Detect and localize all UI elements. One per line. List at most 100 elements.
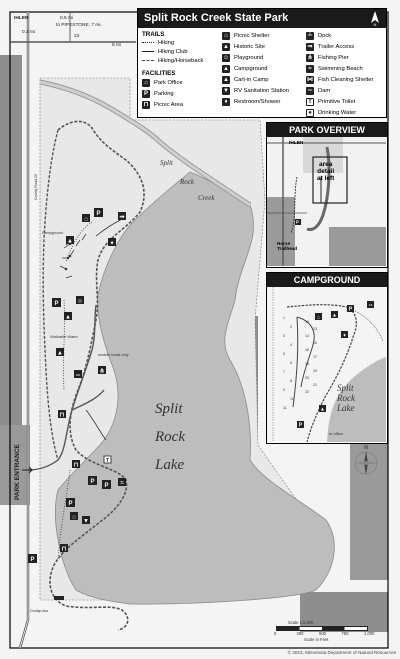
legend-item-label: Primitive Toilet	[318, 98, 356, 105]
legend-item-fishing-pier: ⋔Fishing Pier	[306, 53, 349, 62]
legend-item-label: Trailer Access	[318, 43, 355, 50]
lake-label-1: Split	[155, 401, 183, 417]
svg-text:⇒: ⇒	[368, 303, 372, 309]
entrance-arrow-icon	[22, 466, 34, 474]
park-office-icon: ⌂	[70, 512, 78, 521]
north-arrow-icon: N	[371, 11, 379, 26]
cart-in-camp-icon: ▲	[64, 312, 72, 321]
compass-icon: N	[354, 445, 378, 475]
campsite-number: 5	[283, 352, 285, 356]
svg-text:▼: ▼	[83, 519, 89, 525]
legend-trail-label: Hiking Club	[158, 48, 188, 55]
rv-sanitation-icon: ▼	[222, 86, 230, 95]
campground-map: P P ▲ ⌂ ⇒ ♦ ▲ 12345678910111213141516171…	[267, 287, 386, 442]
road-label-b: Dunlap Ave	[30, 609, 48, 613]
svg-text:P: P	[299, 423, 303, 429]
picnic-shelter-icon: ⌂	[82, 214, 90, 223]
legend-trails-heading: TRAILS	[142, 31, 165, 38]
campsite-number: 17	[313, 355, 317, 359]
swimming-beach-icon: ≈	[118, 478, 126, 487]
campsite-number: 16	[305, 348, 309, 352]
overview-town-label: IHLEN	[289, 141, 304, 146]
svg-text:▲: ▲	[67, 239, 73, 245]
campground-map-label: Campground	[42, 231, 63, 235]
svg-text:⋔: ⋔	[99, 368, 104, 375]
campsite-number: 15	[313, 341, 317, 345]
scale-label: Scale in Feet	[304, 637, 329, 642]
campsite-number: 7	[283, 370, 285, 374]
legend-item-cart-in-camp: ▲Cart-in Camp	[222, 75, 268, 84]
campsite-number: 3	[283, 334, 285, 338]
field-left-lower	[0, 425, 30, 505]
campsite-number: 8	[290, 379, 292, 383]
rv-sanitation-icon: ▼	[82, 516, 90, 525]
campsite-number: 20	[305, 376, 309, 380]
lake-label-2: Rock	[154, 429, 185, 445]
field-left	[0, 55, 22, 425]
top-dist1-label: 0.5 mi	[60, 15, 73, 21]
parking-icon: P	[94, 208, 103, 217]
svg-text:☺: ☺	[77, 299, 83, 305]
svg-text:═: ═	[75, 373, 81, 379]
campsite-number: 6	[290, 361, 292, 365]
map-legend: Split Rock Creek State Park N TRAILS Hik…	[137, 8, 387, 118]
svg-text:≈: ≈	[120, 481, 124, 487]
legend-item-label: Dam	[318, 87, 331, 94]
campsite-number: 10	[290, 397, 294, 401]
legend-item-label: Restroom/Shower	[234, 98, 281, 105]
top-pipestone-label: to PIPESTONE, 7 mi.	[56, 22, 102, 28]
trail-hiking-line-icon	[142, 42, 154, 43]
trail-horseback	[49, 120, 145, 631]
svg-text:N: N	[364, 445, 368, 451]
svg-text:⊓: ⊓	[62, 547, 67, 553]
legend-item-picnic-area: ⊓Picnic Area	[142, 100, 183, 109]
legend-item-restroom-shower: ♦Restroom/Shower	[222, 97, 280, 106]
restroom-shower-icon: ♦	[108, 238, 116, 247]
legend-trail-hiking-horseback: Hiking/Horseback	[142, 56, 203, 65]
svg-text:♦: ♦	[343, 333, 346, 339]
playground-icon: ☺	[76, 296, 84, 305]
dam-icon	[54, 596, 64, 600]
legend-item-label: RV Sanitation Station	[234, 87, 289, 94]
svg-text:P: P	[90, 479, 94, 485]
walkable-water-label: Walkable Water	[50, 334, 79, 339]
svg-text:▲: ▲	[57, 351, 63, 357]
trailer-access-icon: ⇒	[306, 42, 314, 51]
split-rock-lake	[55, 171, 335, 605]
legend-item-drinking-water: ●Drinking Water	[306, 108, 356, 117]
legend-item-swimming-beach: ≈ Swimming Beach	[306, 64, 363, 73]
svg-text:P: P	[349, 307, 353, 313]
park-office-icon: ⌂	[142, 78, 150, 87]
svg-text:▲: ▲	[65, 315, 71, 321]
campground-icon: ▲	[222, 64, 230, 73]
park-entrance-label: PARK ENTRANCE	[14, 443, 21, 500]
overview-map: P	[267, 137, 386, 266]
field-bottom-right	[300, 592, 388, 632]
svg-text:⌂: ⌂	[317, 315, 320, 321]
legend-trail-hiking: Hiking	[142, 38, 174, 47]
scale-tick-label: 1,000	[364, 631, 375, 636]
scale-bar-graphic	[276, 626, 368, 631]
svg-text:P: P	[54, 301, 58, 307]
svg-text:⌂: ⌂	[72, 515, 76, 521]
parking-icon: P	[102, 480, 111, 489]
legend-item-label: Campground	[234, 65, 268, 72]
picnic-area-icon: ⊓	[58, 410, 66, 419]
legend-item-label: Park Office	[154, 79, 183, 86]
historic-site-icon: ▲	[56, 348, 64, 357]
svg-text:P: P	[30, 557, 34, 563]
smaller-boats-label: smaller boats only	[98, 353, 129, 357]
swimming-beach-icon: ≈	[306, 64, 314, 73]
legend-item-label: Swimming Beach	[318, 65, 363, 72]
picnic-area-icon: ⊓	[72, 460, 80, 469]
parking-icon: P	[28, 554, 37, 563]
picnic-area-icon: ⊓	[60, 544, 68, 553]
parking-icon: P	[66, 498, 75, 507]
campsite-number: 18	[305, 362, 309, 366]
legend-item-rv-sanitation: ▼ RV Sanitation Station	[222, 86, 289, 95]
trail-hiking-horseback-line-icon	[142, 60, 154, 61]
overview-title: PARK OVERVIEW	[267, 123, 387, 137]
